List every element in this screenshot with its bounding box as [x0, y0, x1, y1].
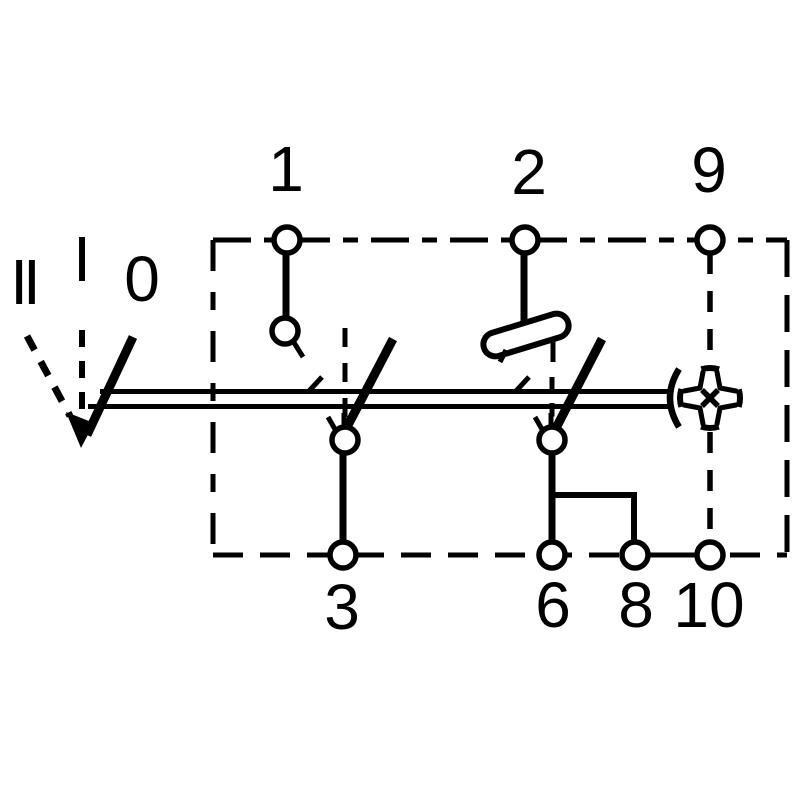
position-label-II: II — [10, 246, 40, 318]
terminal-3-circle — [327, 539, 359, 571]
actuator-bar — [88, 389, 668, 409]
contact-blade-right — [551, 336, 606, 433]
terminal-1-circle — [271, 224, 303, 256]
terminal-label-10: 10 — [673, 569, 745, 641]
lever-dashed-position-II — [23, 334, 74, 418]
rocker-plate — [480, 310, 572, 360]
terminal-label-9: 9 — [691, 134, 727, 206]
moving-contact-circle-6 — [536, 424, 568, 456]
lever-actuator — [23, 330, 138, 448]
terminal-label-1: 1 — [268, 133, 304, 205]
pole-contact-2-6 — [480, 251, 637, 543]
lever-arrow-icon — [66, 412, 94, 448]
lamp-icon — [666, 365, 743, 431]
terminal-label-6: 6 — [535, 569, 571, 641]
terminal-10-circle — [694, 539, 726, 571]
contact-blade-left — [342, 336, 397, 432]
terminal-label-2: 2 — [511, 136, 547, 208]
terminal-circles — [269, 224, 726, 571]
lever-solid — [82, 335, 138, 437]
lamp-circuit — [666, 253, 743, 543]
position-label-I: I — [73, 223, 91, 295]
terminal-label-3: 3 — [324, 571, 360, 643]
fixed-contact-circle-1 — [269, 315, 301, 347]
terminal-2-circle — [509, 224, 541, 256]
terminal-6-circle — [536, 539, 568, 571]
terminal-8-circle — [619, 539, 651, 571]
branch-6-to-8 — [554, 492, 637, 543]
switch-housing-outline — [210, 237, 790, 558]
pole-contact-1-3 — [282, 251, 397, 542]
moving-contact-circle-3 — [329, 424, 361, 456]
terminal-9-circle — [694, 224, 726, 256]
terminal-label-8: 8 — [618, 569, 654, 641]
position-label-0: 0 — [124, 243, 160, 315]
